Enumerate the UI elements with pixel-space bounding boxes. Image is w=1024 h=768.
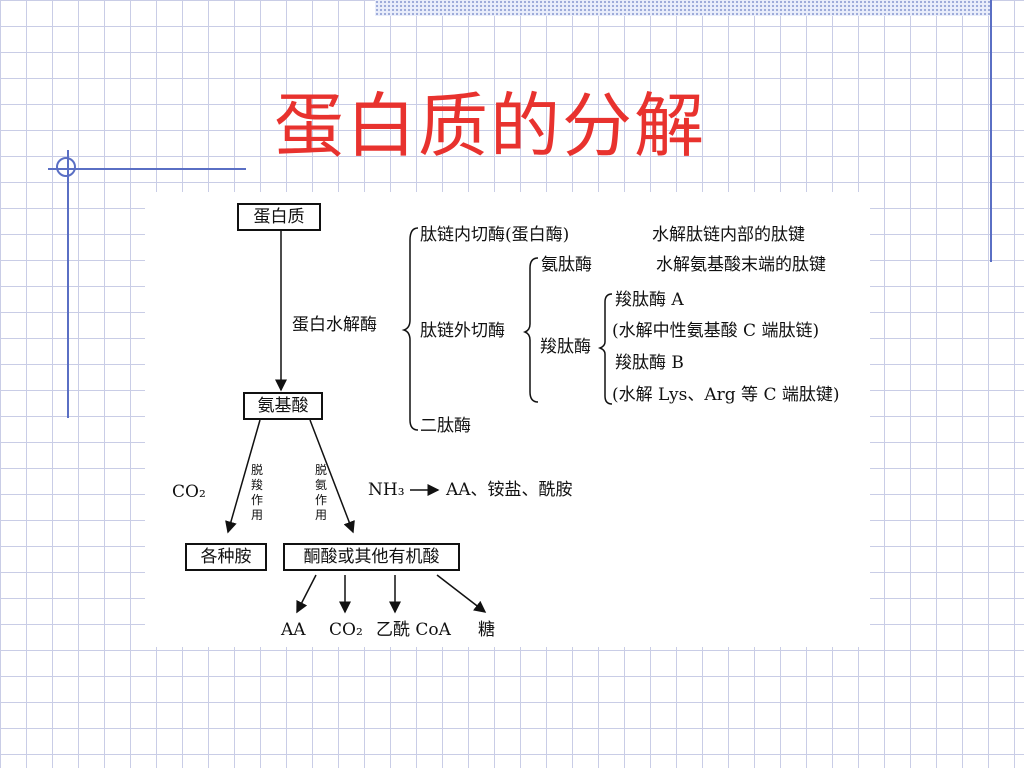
amino-acid-box: 氨基酸 — [243, 392, 323, 420]
carboxypeptidase-b-description: (水解 Lys、Arg 等 C 端肽键) — [612, 385, 840, 405]
protein-box: 蛋白质 — [237, 203, 321, 231]
top-decorative-band — [375, 0, 990, 16]
carboxypeptidase-label: 羧肽酶 — [540, 337, 591, 357]
dipeptidase-label: 二肽酶 — [420, 416, 471, 436]
keto-acids-box: 酮酸或其他有机酸 — [283, 543, 460, 571]
product-aa-arrow — [296, 574, 317, 614]
product-sugar-arrow — [436, 574, 487, 613]
product-sugar-label: 糖 — [478, 620, 495, 640]
aminopeptidase-description: 水解氨基酸末端的肽键 — [656, 255, 826, 275]
aminopeptidase-label: 氨肽酶 — [541, 255, 592, 275]
nh3-label: NH₃ — [368, 480, 405, 500]
endopeptidase-label: 肽链内切酶(蛋白酶) — [420, 225, 570, 245]
deamination-label: 脱氨作用 — [314, 463, 327, 522]
exopeptidase-label: 肽链外切酶 — [420, 321, 505, 341]
decorative-circle — [56, 157, 76, 177]
main-brace — [401, 227, 419, 431]
decarboxylation-label: 脱羧作用 — [250, 463, 263, 522]
carboxypeptidase-b-label: 羧肽酶 B — [615, 353, 684, 373]
slide-title: 蛋白质的分解 — [274, 85, 706, 167]
exopeptidase-brace — [522, 257, 539, 403]
carboxypeptidase-brace — [597, 293, 613, 405]
deamination-arrow — [309, 419, 355, 534]
decarboxylation-arrow — [225, 419, 261, 534]
carboxypeptidase-a-label: 羧肽酶 A — [615, 290, 684, 310]
protease-label: 蛋白水解酶 — [292, 315, 377, 335]
co2-released-label: CO₂ — [172, 482, 206, 502]
left-horizontal-line — [48, 168, 246, 170]
amines-box: 各种胺 — [185, 543, 267, 571]
nh3-products-label: AA、铵盐、酰胺 — [446, 480, 573, 500]
product-aa-label: AA — [281, 620, 306, 640]
left-decorative-line — [67, 150, 69, 418]
product-co2-label: CO₂ — [329, 620, 363, 640]
endopeptidase-description: 水解肽链内部的肽键 — [652, 225, 805, 245]
carboxypeptidase-a-description: (水解中性氨基酸 C 端肽链) — [612, 321, 820, 341]
right-decorative-line — [990, 0, 992, 262]
product-acetyl-coa-label: 乙酰 CoA — [376, 620, 451, 640]
